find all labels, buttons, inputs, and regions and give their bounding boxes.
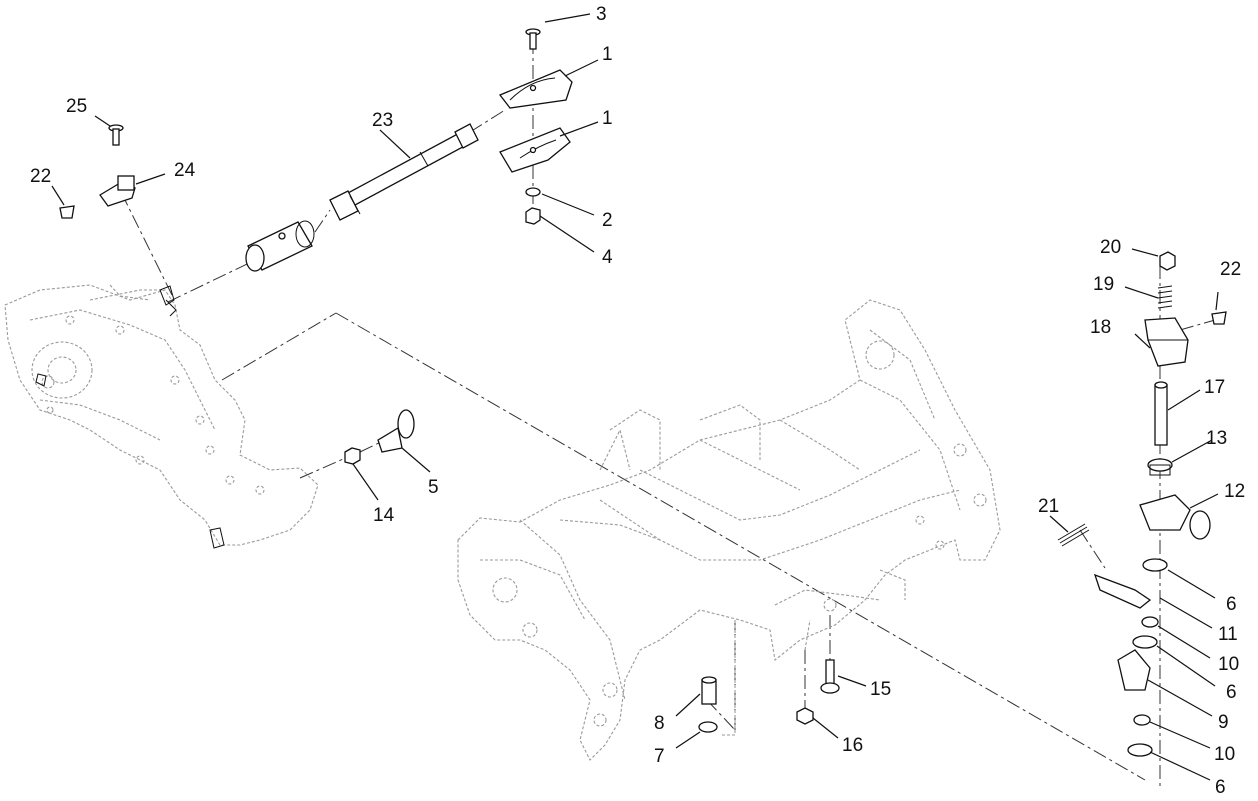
callout-4: 4 xyxy=(602,247,613,268)
bracket-18 xyxy=(1144,317,1189,367)
callout-3: 3 xyxy=(596,4,607,25)
washer-2 xyxy=(525,187,541,197)
callout-21: 21 xyxy=(1038,496,1059,517)
leader-lines xyxy=(51,13,1219,781)
callout-24: 24 xyxy=(174,160,196,181)
shaft-17 xyxy=(1154,381,1168,446)
callout-22: 22 xyxy=(1220,259,1241,280)
nut-4 xyxy=(525,207,541,225)
link-11 xyxy=(1093,573,1152,609)
callout-22: 22 xyxy=(30,166,51,187)
knob-5 xyxy=(377,409,415,453)
washer-10a xyxy=(1141,616,1159,628)
bushing-13 xyxy=(1147,458,1173,476)
washer-10b xyxy=(1133,714,1151,726)
frame-assembly xyxy=(457,299,1001,761)
callout-2: 2 xyxy=(602,210,613,231)
callout-5: 5 xyxy=(428,477,439,498)
yoke-24 xyxy=(99,175,136,207)
steering-shaft xyxy=(329,123,479,221)
clip-22-left xyxy=(59,205,75,219)
callout-1: 1 xyxy=(602,44,613,65)
callout-7: 7 xyxy=(654,746,665,767)
clip-22-right xyxy=(1211,311,1227,325)
washer-6c xyxy=(1127,743,1153,757)
nut-16 xyxy=(796,707,814,725)
callout-11: 11 xyxy=(1218,624,1238,645)
washer-6a xyxy=(1142,558,1168,572)
callout-6: 6 xyxy=(1215,777,1226,798)
callout-10: 10 xyxy=(1218,654,1239,675)
callout-16: 16 xyxy=(842,735,863,756)
lever-12 xyxy=(1139,494,1211,540)
shaft-coupler xyxy=(245,220,315,272)
callout-10: 10 xyxy=(1214,744,1235,765)
bushing-8 xyxy=(701,676,717,705)
bolt-15 xyxy=(820,659,840,694)
spring-21 xyxy=(1057,523,1090,547)
clamp-lower xyxy=(499,127,571,173)
nut-14 xyxy=(344,447,361,465)
callout-18: 18 xyxy=(1090,317,1111,338)
plate-9 xyxy=(1117,649,1151,691)
callout-13: 13 xyxy=(1206,428,1227,449)
callout-15: 15 xyxy=(870,679,891,700)
callout-6: 6 xyxy=(1226,682,1237,703)
screw-3 xyxy=(525,28,541,50)
callout-labels: 3 1 1 2 4 23 25 22 24 14 5 20 22 19 18 1… xyxy=(30,4,1245,798)
callout-17: 17 xyxy=(1204,377,1225,398)
washer-6b xyxy=(1132,635,1158,649)
nut-20 xyxy=(1159,251,1176,271)
callout-19: 19 xyxy=(1093,274,1114,295)
callout-25: 25 xyxy=(66,96,87,117)
washer-7 xyxy=(698,721,718,733)
callout-6: 6 xyxy=(1226,594,1237,615)
callout-9: 9 xyxy=(1218,712,1229,733)
callout-23: 23 xyxy=(372,110,393,131)
transmission-housing xyxy=(4,284,319,549)
clamp-upper xyxy=(498,69,573,109)
callout-20: 20 xyxy=(1100,237,1121,258)
callout-12: 12 xyxy=(1224,481,1245,502)
assembly-center-lines xyxy=(119,40,1216,790)
spring-19 xyxy=(1157,285,1173,309)
callout-1: 1 xyxy=(602,108,613,129)
callout-8: 8 xyxy=(654,713,665,734)
pin-25 xyxy=(108,124,124,146)
callout-14: 14 xyxy=(373,505,395,526)
